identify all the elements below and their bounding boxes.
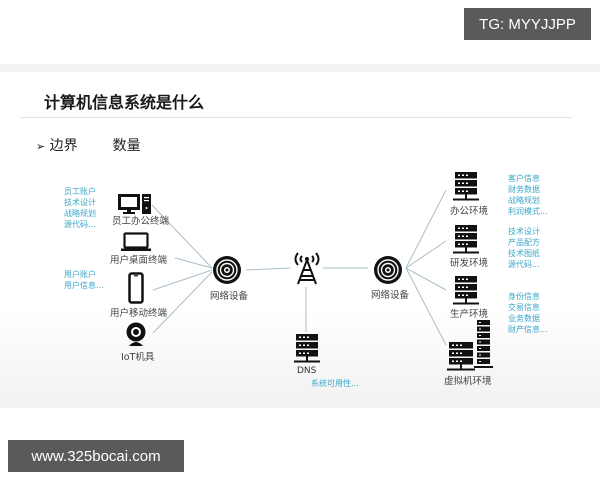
watermark-bottom: www.325bocai.com bbox=[8, 440, 184, 472]
note-line: 财产信息... bbox=[508, 325, 548, 334]
server-icon bbox=[453, 276, 479, 305]
title-divider bbox=[20, 117, 572, 118]
note-line: 产品配方 bbox=[508, 238, 540, 247]
server-icon bbox=[453, 225, 479, 254]
note-rnd-env: 技术设计 产品配方 技术图纸 源代码... bbox=[508, 226, 540, 270]
slide-title: 计算机信息系统是什么 bbox=[44, 93, 205, 112]
virtual-machine-servers-icon bbox=[447, 320, 493, 371]
note-line: 财务数据 bbox=[508, 185, 540, 194]
note-employee-assets: 员工账户 技术设计 战略规划 源代码... bbox=[64, 186, 96, 230]
radio-tower-icon bbox=[294, 252, 320, 285]
bullet-line: ➢ 边界 数量 bbox=[36, 135, 141, 155]
note-dns: 系统可用性... bbox=[311, 379, 359, 388]
node-label-office-env: 办公环境 bbox=[450, 206, 489, 217]
note-line: 客户信息 bbox=[508, 174, 540, 183]
note-line: 技术设计 bbox=[64, 198, 96, 207]
note-production-env: 身份信息 交易信息 业务数据 财产信息... bbox=[508, 291, 548, 335]
note-office-env: 客户信息 财务数据 战略规划 利润模式... bbox=[508, 173, 548, 217]
node-label-vm-env: 虚拟机环境 bbox=[444, 376, 492, 387]
note-line: 交易信息 bbox=[508, 303, 540, 312]
network-device-icon bbox=[374, 256, 402, 284]
smartphone-icon bbox=[128, 272, 144, 304]
note-line: 身份信息 bbox=[508, 292, 540, 301]
server-icon bbox=[294, 334, 320, 363]
bullet-item-quantity: 数量 bbox=[112, 138, 141, 154]
bullet-item-boundary: 边界 bbox=[49, 138, 78, 154]
note-line: 业务数据 bbox=[508, 314, 540, 323]
note-line: 技术设计 bbox=[508, 227, 540, 236]
node-label-production-env: 生产环境 bbox=[450, 309, 489, 320]
note-line: 源代码... bbox=[508, 260, 540, 269]
node-label-iot: IoT机具 bbox=[121, 352, 155, 363]
node-label-network-device-left: 网络设备 bbox=[210, 291, 249, 302]
network-device-icon bbox=[213, 256, 241, 284]
node-label-dns: DNS bbox=[297, 366, 317, 376]
laptop-icon bbox=[121, 232, 151, 251]
note-line: 战略规划 bbox=[508, 196, 540, 205]
server-icon bbox=[453, 172, 479, 201]
node-label-user-desktop-terminal: 用户桌面终端 bbox=[110, 255, 168, 266]
node-label-rnd-env: 研发环境 bbox=[450, 258, 489, 269]
note-line: 员工账户 bbox=[64, 187, 96, 196]
bullet-arrow-icon: ➢ bbox=[36, 140, 46, 153]
note-line: 利润模式... bbox=[508, 207, 548, 216]
note-line: 技术图纸 bbox=[508, 249, 540, 258]
webcam-icon bbox=[126, 322, 146, 346]
note-line: 战略规划 bbox=[64, 209, 96, 218]
watermark-top: TG: MYYJJPP bbox=[464, 8, 591, 40]
note-line: 源代码... bbox=[64, 220, 96, 229]
node-label-user-mobile-terminal: 用户移动终端 bbox=[110, 308, 168, 319]
desktop-computer-icon bbox=[118, 194, 151, 214]
note-user-assets: 用户账户 用户信息... bbox=[64, 269, 104, 291]
node-label-employee-terminal: 员工办公终端 bbox=[112, 216, 170, 227]
note-line: 用户信息... bbox=[64, 281, 104, 290]
node-label-network-device-right: 网络设备 bbox=[371, 290, 410, 301]
note-line: 用户账户 bbox=[64, 270, 96, 279]
